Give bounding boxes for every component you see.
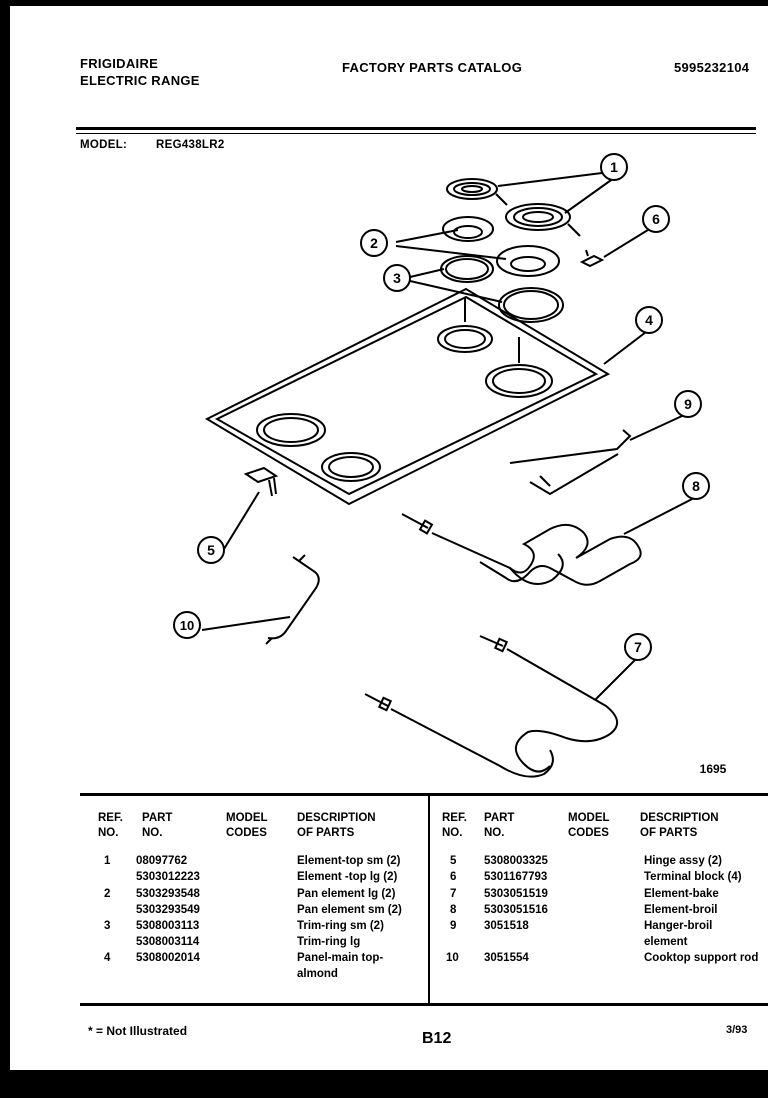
terminal-block-icon bbox=[579, 249, 605, 268]
revision-date: 3/93 bbox=[726, 1024, 748, 1036]
callout-9-label: 9 bbox=[684, 396, 692, 412]
table-row-desc: Pan element lg (2) bbox=[297, 888, 396, 900]
table-row-ref: 1 bbox=[104, 855, 111, 867]
table-top-rule bbox=[80, 793, 768, 796]
table-row-part: 5308003114 bbox=[136, 936, 200, 948]
table-row-desc: Element-top sm (2) bbox=[297, 855, 401, 867]
header-ref-no: REF.NO. bbox=[98, 812, 123, 839]
callout-3-label: 3 bbox=[393, 270, 401, 286]
catalog-title: FACTORY PARTS CATALOG bbox=[342, 60, 523, 75]
model-label: MODEL: bbox=[80, 139, 128, 151]
table-row-ref: 10 bbox=[446, 952, 459, 964]
surface-element-small-icon bbox=[446, 178, 508, 206]
model-value: REG438LR2 bbox=[156, 139, 225, 151]
table-row-ref: 2 bbox=[104, 888, 111, 900]
table-row-part: 5301167793 bbox=[484, 871, 548, 883]
hinge-assembly-icon bbox=[243, 466, 279, 497]
exploded-parts-diagram: 1 2 3 4 5 6 7 8 9 10 1695 bbox=[173, 153, 727, 778]
trim-ring-large-icon bbox=[498, 287, 564, 323]
callout-1-label: 1 bbox=[610, 159, 618, 175]
main-top-panel-icon bbox=[204, 287, 611, 506]
table-center-divider bbox=[428, 796, 430, 1004]
drip-pan-large-icon bbox=[496, 245, 560, 277]
callout-2 bbox=[360, 229, 388, 257]
table-row-ref: 7 bbox=[450, 888, 457, 900]
broil-element-icon bbox=[401, 513, 642, 586]
trim-ring-small-icon bbox=[440, 255, 494, 283]
table-row-desc: almond bbox=[297, 968, 338, 980]
callout-2-label: 2 bbox=[370, 235, 378, 251]
table-row-part: 3051518 bbox=[484, 920, 529, 932]
product-name: ELECTRIC RANGE bbox=[80, 73, 200, 88]
callout-8-label: 8 bbox=[692, 478, 700, 494]
page-number: B12 bbox=[422, 1030, 452, 1047]
callout-9 bbox=[674, 390, 702, 418]
table-row-desc: Element-bake bbox=[644, 888, 719, 900]
table-row-part: 08097762 bbox=[136, 855, 188, 867]
brand-name: FRIGIDAIRE bbox=[80, 56, 159, 71]
table-row-part: 3051554 bbox=[484, 952, 529, 964]
header-rule-thin bbox=[76, 133, 756, 134]
table-row-part: 5308003113 bbox=[136, 920, 200, 932]
table-row-desc: Hinge assy (2) bbox=[644, 855, 722, 867]
table-row-ref: 4 bbox=[104, 952, 111, 964]
table-row-desc: Pan element sm (2) bbox=[297, 904, 402, 916]
callout-10 bbox=[173, 611, 201, 639]
table-row-desc: Panel-main top- bbox=[297, 952, 384, 964]
callout-4 bbox=[635, 306, 663, 334]
catalog-number: 5995232104 bbox=[674, 60, 750, 75]
callout-6 bbox=[642, 205, 670, 233]
table-row-ref: 5 bbox=[450, 855, 457, 867]
table-row-desc: Hanger-broil bbox=[644, 920, 713, 932]
callout-4-label: 4 bbox=[645, 312, 653, 328]
cooktop-support-rod-icon bbox=[265, 554, 320, 645]
table-row-part: 5308002014 bbox=[136, 952, 200, 964]
callout-6-label: 6 bbox=[652, 211, 660, 227]
table-row-desc: Element -top lg (2) bbox=[297, 871, 398, 883]
callout-8 bbox=[682, 472, 710, 500]
drip-pan-small-icon bbox=[442, 216, 494, 242]
table-row-desc: element bbox=[644, 936, 688, 948]
catalog-sheet: FRIGIDAIRE ELECTRIC RANGE FACTORY PARTS … bbox=[10, 6, 768, 1070]
table-row-part: 5303051519 bbox=[484, 888, 548, 900]
table-row-desc: Element-broil bbox=[644, 904, 718, 916]
callout-5 bbox=[197, 536, 225, 564]
callout-3 bbox=[383, 264, 411, 292]
callout-10-label: 10 bbox=[180, 618, 194, 633]
table-row-desc: Terminal block (4) bbox=[644, 871, 742, 883]
table-row-desc: Trim-ring lg bbox=[297, 936, 361, 948]
table-row-part: 5303293548 bbox=[136, 888, 200, 900]
callout-1 bbox=[600, 153, 628, 181]
table-row-part: 5308003325 bbox=[484, 855, 548, 867]
table-row-ref: 8 bbox=[450, 904, 457, 916]
figure-number: 1695 bbox=[700, 762, 727, 776]
table-row-desc: Cooktop support rod bbox=[644, 952, 759, 964]
table-row-ref: 3 bbox=[104, 920, 111, 932]
not-illustrated-note: * = Not Illustrated bbox=[88, 1024, 188, 1038]
callout-7 bbox=[624, 633, 652, 661]
table-bottom-rule bbox=[80, 1003, 768, 1006]
table-row-desc: Trim-ring sm (2) bbox=[297, 920, 384, 932]
table-row-part: 5303051516 bbox=[484, 904, 548, 916]
table-row-ref: 6 bbox=[450, 871, 457, 883]
surface-element-large-icon bbox=[505, 203, 581, 237]
bake-element-icon bbox=[364, 635, 618, 778]
table-row-ref: 9 bbox=[450, 920, 457, 932]
header-rule bbox=[76, 127, 756, 130]
callout-7-label: 7 bbox=[634, 639, 642, 655]
broil-hanger-icon bbox=[509, 429, 632, 496]
callout-5-label: 5 bbox=[207, 542, 215, 558]
header-ref-no-right: REF.NO. bbox=[442, 812, 467, 839]
table-row-part: 5303012223 bbox=[136, 871, 200, 883]
table-row-part: 5303293549 bbox=[136, 904, 200, 916]
